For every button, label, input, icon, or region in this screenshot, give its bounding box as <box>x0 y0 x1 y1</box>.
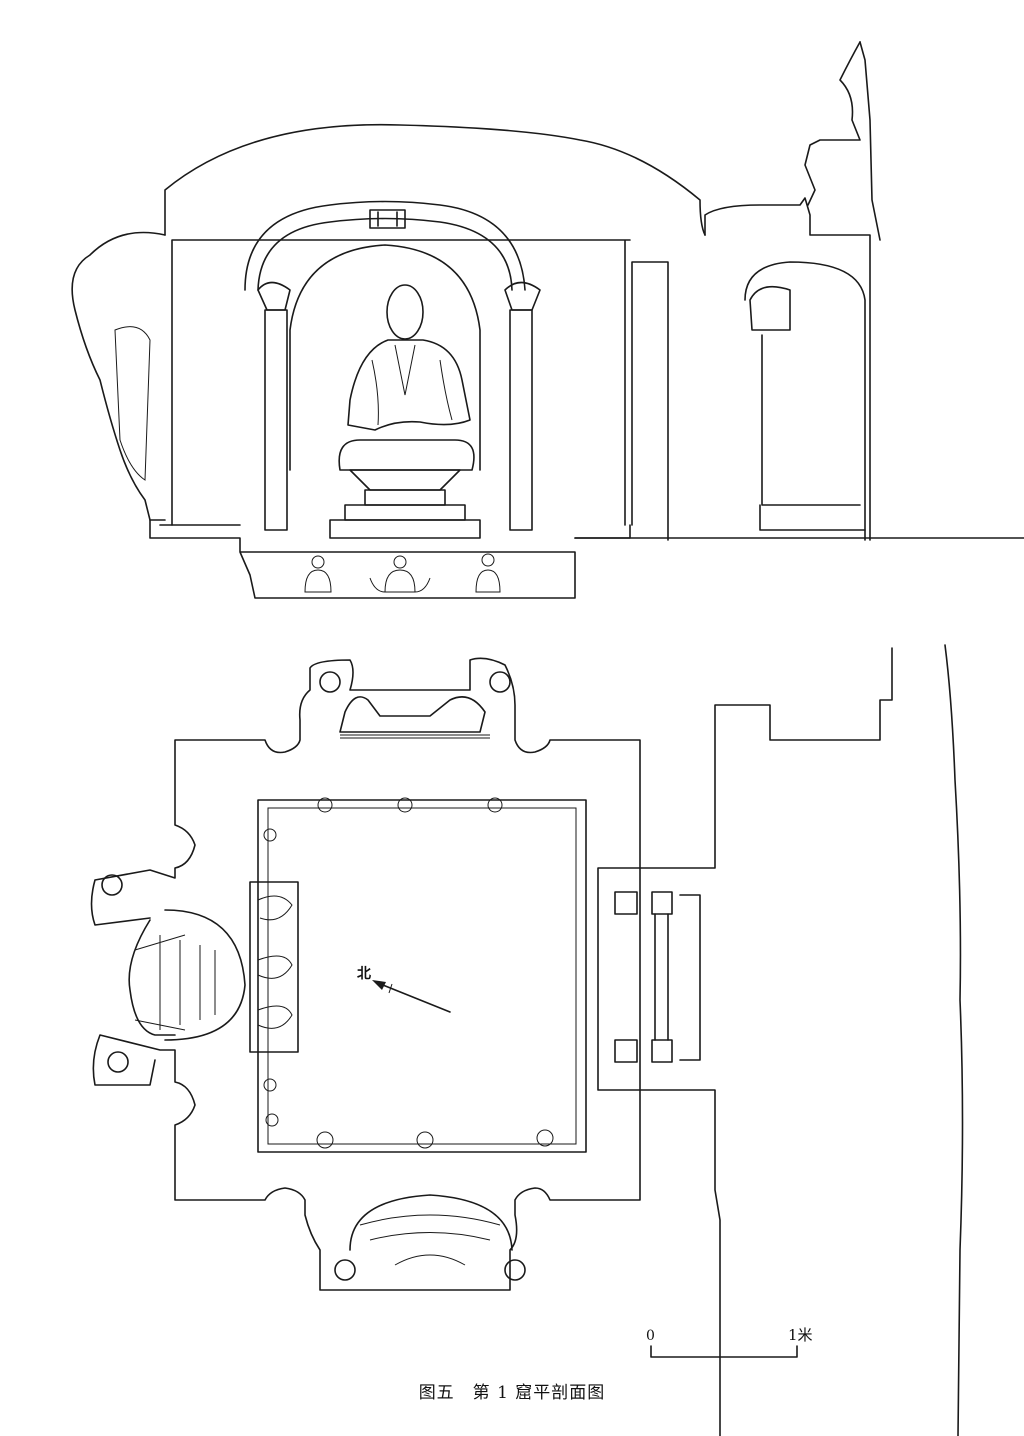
wall-relief-figures <box>263 797 554 1149</box>
plan-view <box>90 644 964 1436</box>
north-arrow <box>372 980 451 1013</box>
figure-caption: 图五 第 1 窟平剖面图 <box>418 1383 606 1403</box>
north-label: 北 <box>357 966 371 982</box>
scale-end-label: 1米 <box>788 1326 813 1344</box>
section-elevation <box>71 41 1024 599</box>
scale-bar <box>650 1345 798 1358</box>
base-relief-figures <box>304 553 501 593</box>
scale-start-label: 0 <box>646 1328 655 1344</box>
